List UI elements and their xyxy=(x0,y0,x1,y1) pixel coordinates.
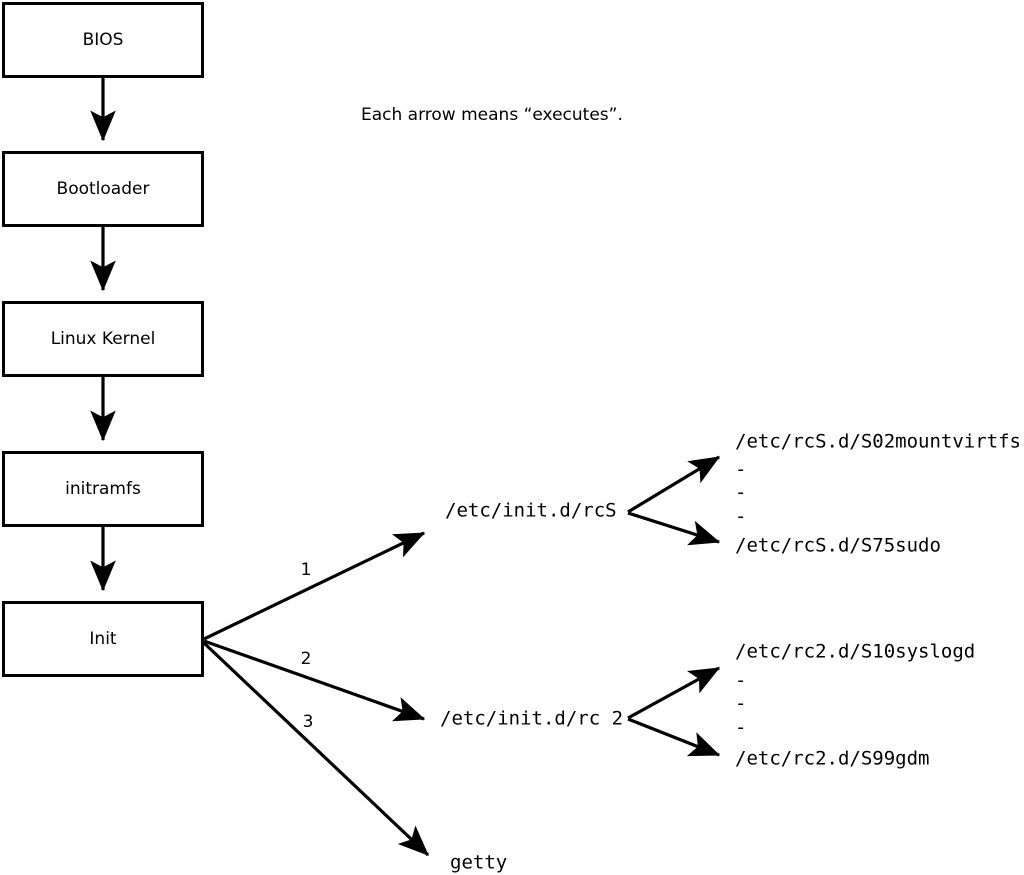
node-init[interactable]: Init xyxy=(2,601,204,677)
node-bootloader[interactable]: Bootloader xyxy=(2,151,204,227)
label-rcs-first-script: /etc/rcS.d/S02mountvirtfs xyxy=(735,431,1021,453)
bios-label: BIOS xyxy=(83,30,124,50)
rc2-ellipsis-dash-2: - xyxy=(735,693,746,715)
init-box[interactable] xyxy=(2,601,204,677)
label-init-d-rc2: /etc/init.d/rc 2 xyxy=(440,708,623,730)
node-initramfs[interactable]: initramfs xyxy=(2,451,204,527)
rcs-ellipsis-dash-3: - xyxy=(735,506,746,528)
arrow-rc2-to-first-script xyxy=(627,666,721,720)
kernel-label: Linux Kernel xyxy=(51,329,156,349)
arrow-line xyxy=(627,511,721,546)
bootloader-box[interactable] xyxy=(2,151,204,227)
rc2-ellipsis-dash-3: - xyxy=(735,717,746,739)
label-getty: getty xyxy=(450,852,507,874)
initramfs-box[interactable] xyxy=(2,451,204,527)
arrow-init-to-getty: 3 xyxy=(202,641,430,857)
node-bios[interactable]: BIOS xyxy=(2,2,204,78)
initramfs-label: initramfs xyxy=(65,479,141,499)
branch-number-2: 2 xyxy=(301,649,312,669)
arrow-line xyxy=(203,531,426,641)
rcs-ellipsis-dash-2: - xyxy=(735,482,746,504)
arrow-init-to-rc2: 2 xyxy=(203,639,426,722)
rc2-ellipsis-dash-1: - xyxy=(735,670,746,692)
label-init-d-rcs: /etc/init.d/rcS xyxy=(445,500,617,522)
bootloader-label: Bootloader xyxy=(57,179,150,199)
arrow-line xyxy=(627,717,721,757)
bios-box[interactable] xyxy=(2,2,204,78)
label-rc2-first-script: /etc/rc2.d/S10syslogd xyxy=(735,641,975,663)
branch-number-1: 1 xyxy=(301,560,312,580)
kernel-box[interactable] xyxy=(2,301,204,377)
arrow-line xyxy=(627,455,721,514)
node-kernel[interactable]: Linux Kernel xyxy=(2,301,204,377)
arrow-rc2-to-last-script xyxy=(627,717,721,757)
diagram-caption: Each arrow means “executes”. xyxy=(361,105,623,125)
label-rc2-last-script: /etc/rc2.d/S99gdm xyxy=(735,748,929,770)
rcs-ellipsis-dash-1: - xyxy=(735,459,746,481)
branch-number-3: 3 xyxy=(303,712,314,732)
arrow-init-to-rcs: 1 xyxy=(203,531,426,641)
arrow-line xyxy=(627,666,721,720)
arrow-line xyxy=(203,639,426,722)
arrow-line xyxy=(202,641,430,857)
arrow-rcs-to-first-script xyxy=(627,455,721,514)
arrow-rcs-to-last-script xyxy=(627,511,721,546)
init-label: Init xyxy=(89,629,117,649)
label-rcs-last-script: /etc/rcS.d/S75sudo xyxy=(735,535,941,557)
